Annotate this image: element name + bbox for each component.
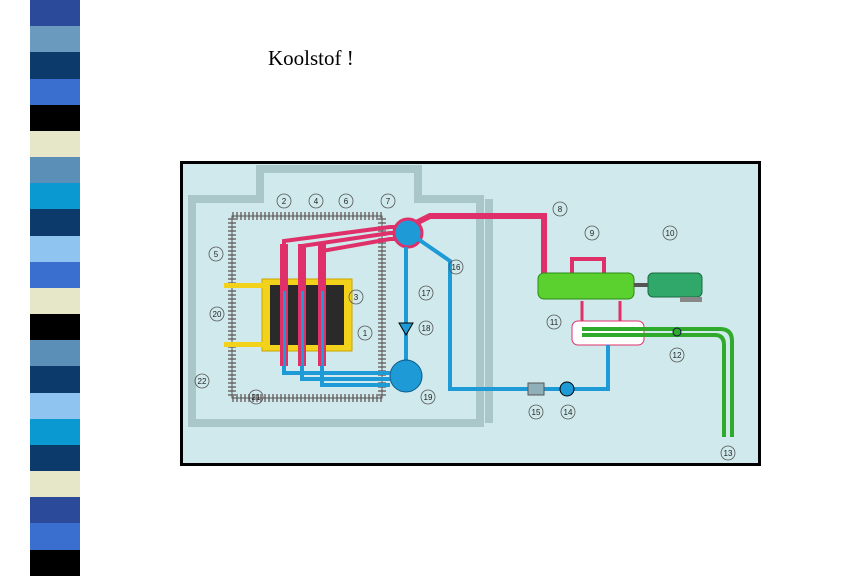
callout-label-17: 17 <box>422 289 431 298</box>
stripe-segment <box>30 287 80 315</box>
callout-circle <box>338 193 354 209</box>
callout-circle <box>348 289 364 305</box>
callout-label-15: 15 <box>532 408 541 417</box>
callout-circle <box>720 445 736 461</box>
cooling-water-lines <box>582 327 734 437</box>
stripe-segment <box>30 444 80 472</box>
turbine <box>537 272 635 300</box>
callout-label-9: 9 <box>590 229 595 238</box>
callout-label-6: 6 <box>344 197 349 206</box>
callout-circle <box>248 389 264 405</box>
callout-label-19: 19 <box>424 393 433 402</box>
callout-circle <box>560 404 576 420</box>
callout-label-1: 1 <box>363 329 368 338</box>
generator <box>647 272 703 298</box>
stripe-segment <box>30 157 80 184</box>
callout-label-13: 13 <box>724 449 733 458</box>
callout-circle <box>448 259 464 275</box>
control-rod-inlet-bottom <box>224 342 264 347</box>
callout-label-4: 4 <box>314 197 319 206</box>
shaft <box>634 283 648 287</box>
callout-circle <box>418 320 434 336</box>
callout-label-21: 21 <box>252 393 261 402</box>
callout-circle <box>209 306 225 322</box>
exhaust-pipes <box>580 301 622 321</box>
callout-label-16: 16 <box>452 263 461 272</box>
control-rod-inlet-top <box>224 283 264 288</box>
callout-label-8: 8 <box>558 205 563 214</box>
stripe-segment <box>30 314 80 341</box>
stripe-segment <box>30 0 80 27</box>
feedwater-line <box>416 237 610 391</box>
callout-label-10: 10 <box>666 229 675 238</box>
stripe-segment <box>30 340 80 367</box>
callout-label-11: 11 <box>550 318 559 327</box>
callout-circle <box>418 285 434 301</box>
callout-circle <box>308 193 324 209</box>
circulation-pump <box>389 359 423 393</box>
decorative-stripe <box>30 0 80 576</box>
stripe-segment <box>30 497 80 524</box>
fuel-channels <box>280 244 326 366</box>
partition-wall <box>485 199 493 423</box>
callout-label-7: 7 <box>386 197 391 206</box>
stripe-segment <box>30 523 80 550</box>
slide-title: Koolstof ! <box>268 46 354 70</box>
inlet-pipes <box>282 366 390 387</box>
stripe-segment <box>30 366 80 393</box>
reheater-loop <box>570 257 606 281</box>
exciter <box>680 297 702 302</box>
stripe-segment <box>30 471 80 498</box>
containment-wall <box>188 165 484 427</box>
stripe-segment <box>30 418 80 445</box>
stripe-segment <box>30 183 80 210</box>
shield-outline <box>231 215 383 399</box>
callout-circle <box>194 373 210 389</box>
callout-circle <box>662 225 678 241</box>
callout-circle <box>357 325 373 341</box>
callout-label-3: 3 <box>354 293 359 302</box>
callout-label-22: 22 <box>198 377 207 386</box>
callout-label-5: 5 <box>214 250 219 259</box>
stripe-segment <box>30 130 80 158</box>
stripe-segment <box>30 209 80 236</box>
callout-circle <box>420 389 436 405</box>
stripe-segment <box>30 78 80 105</box>
steam-line <box>414 213 547 281</box>
callout-circle <box>528 404 544 420</box>
callout-circle <box>208 246 224 262</box>
stripe-segment <box>30 549 80 576</box>
callout-circle <box>546 314 562 330</box>
stripe-segment <box>30 52 80 79</box>
callout-circle <box>552 201 568 217</box>
callout-circle <box>380 193 396 209</box>
cooling-pump <box>672 327 682 337</box>
stripe-segment <box>30 261 80 288</box>
callout-label-12: 12 <box>673 351 682 360</box>
stripe-segment <box>30 26 80 53</box>
callout-circle <box>669 347 685 363</box>
callout-label-2: 2 <box>282 197 287 206</box>
filter <box>527 382 545 396</box>
stripe-segment <box>30 104 80 131</box>
callout-label-14: 14 <box>564 408 573 417</box>
callout-label-18: 18 <box>422 324 431 333</box>
callout-circle <box>276 193 292 209</box>
stripe-segment <box>30 235 80 262</box>
callout-label-20: 20 <box>213 310 222 319</box>
feed-pump <box>559 381 575 397</box>
check-valve <box>398 322 414 336</box>
stripe-segment <box>30 392 80 419</box>
callout-circle <box>584 225 600 241</box>
